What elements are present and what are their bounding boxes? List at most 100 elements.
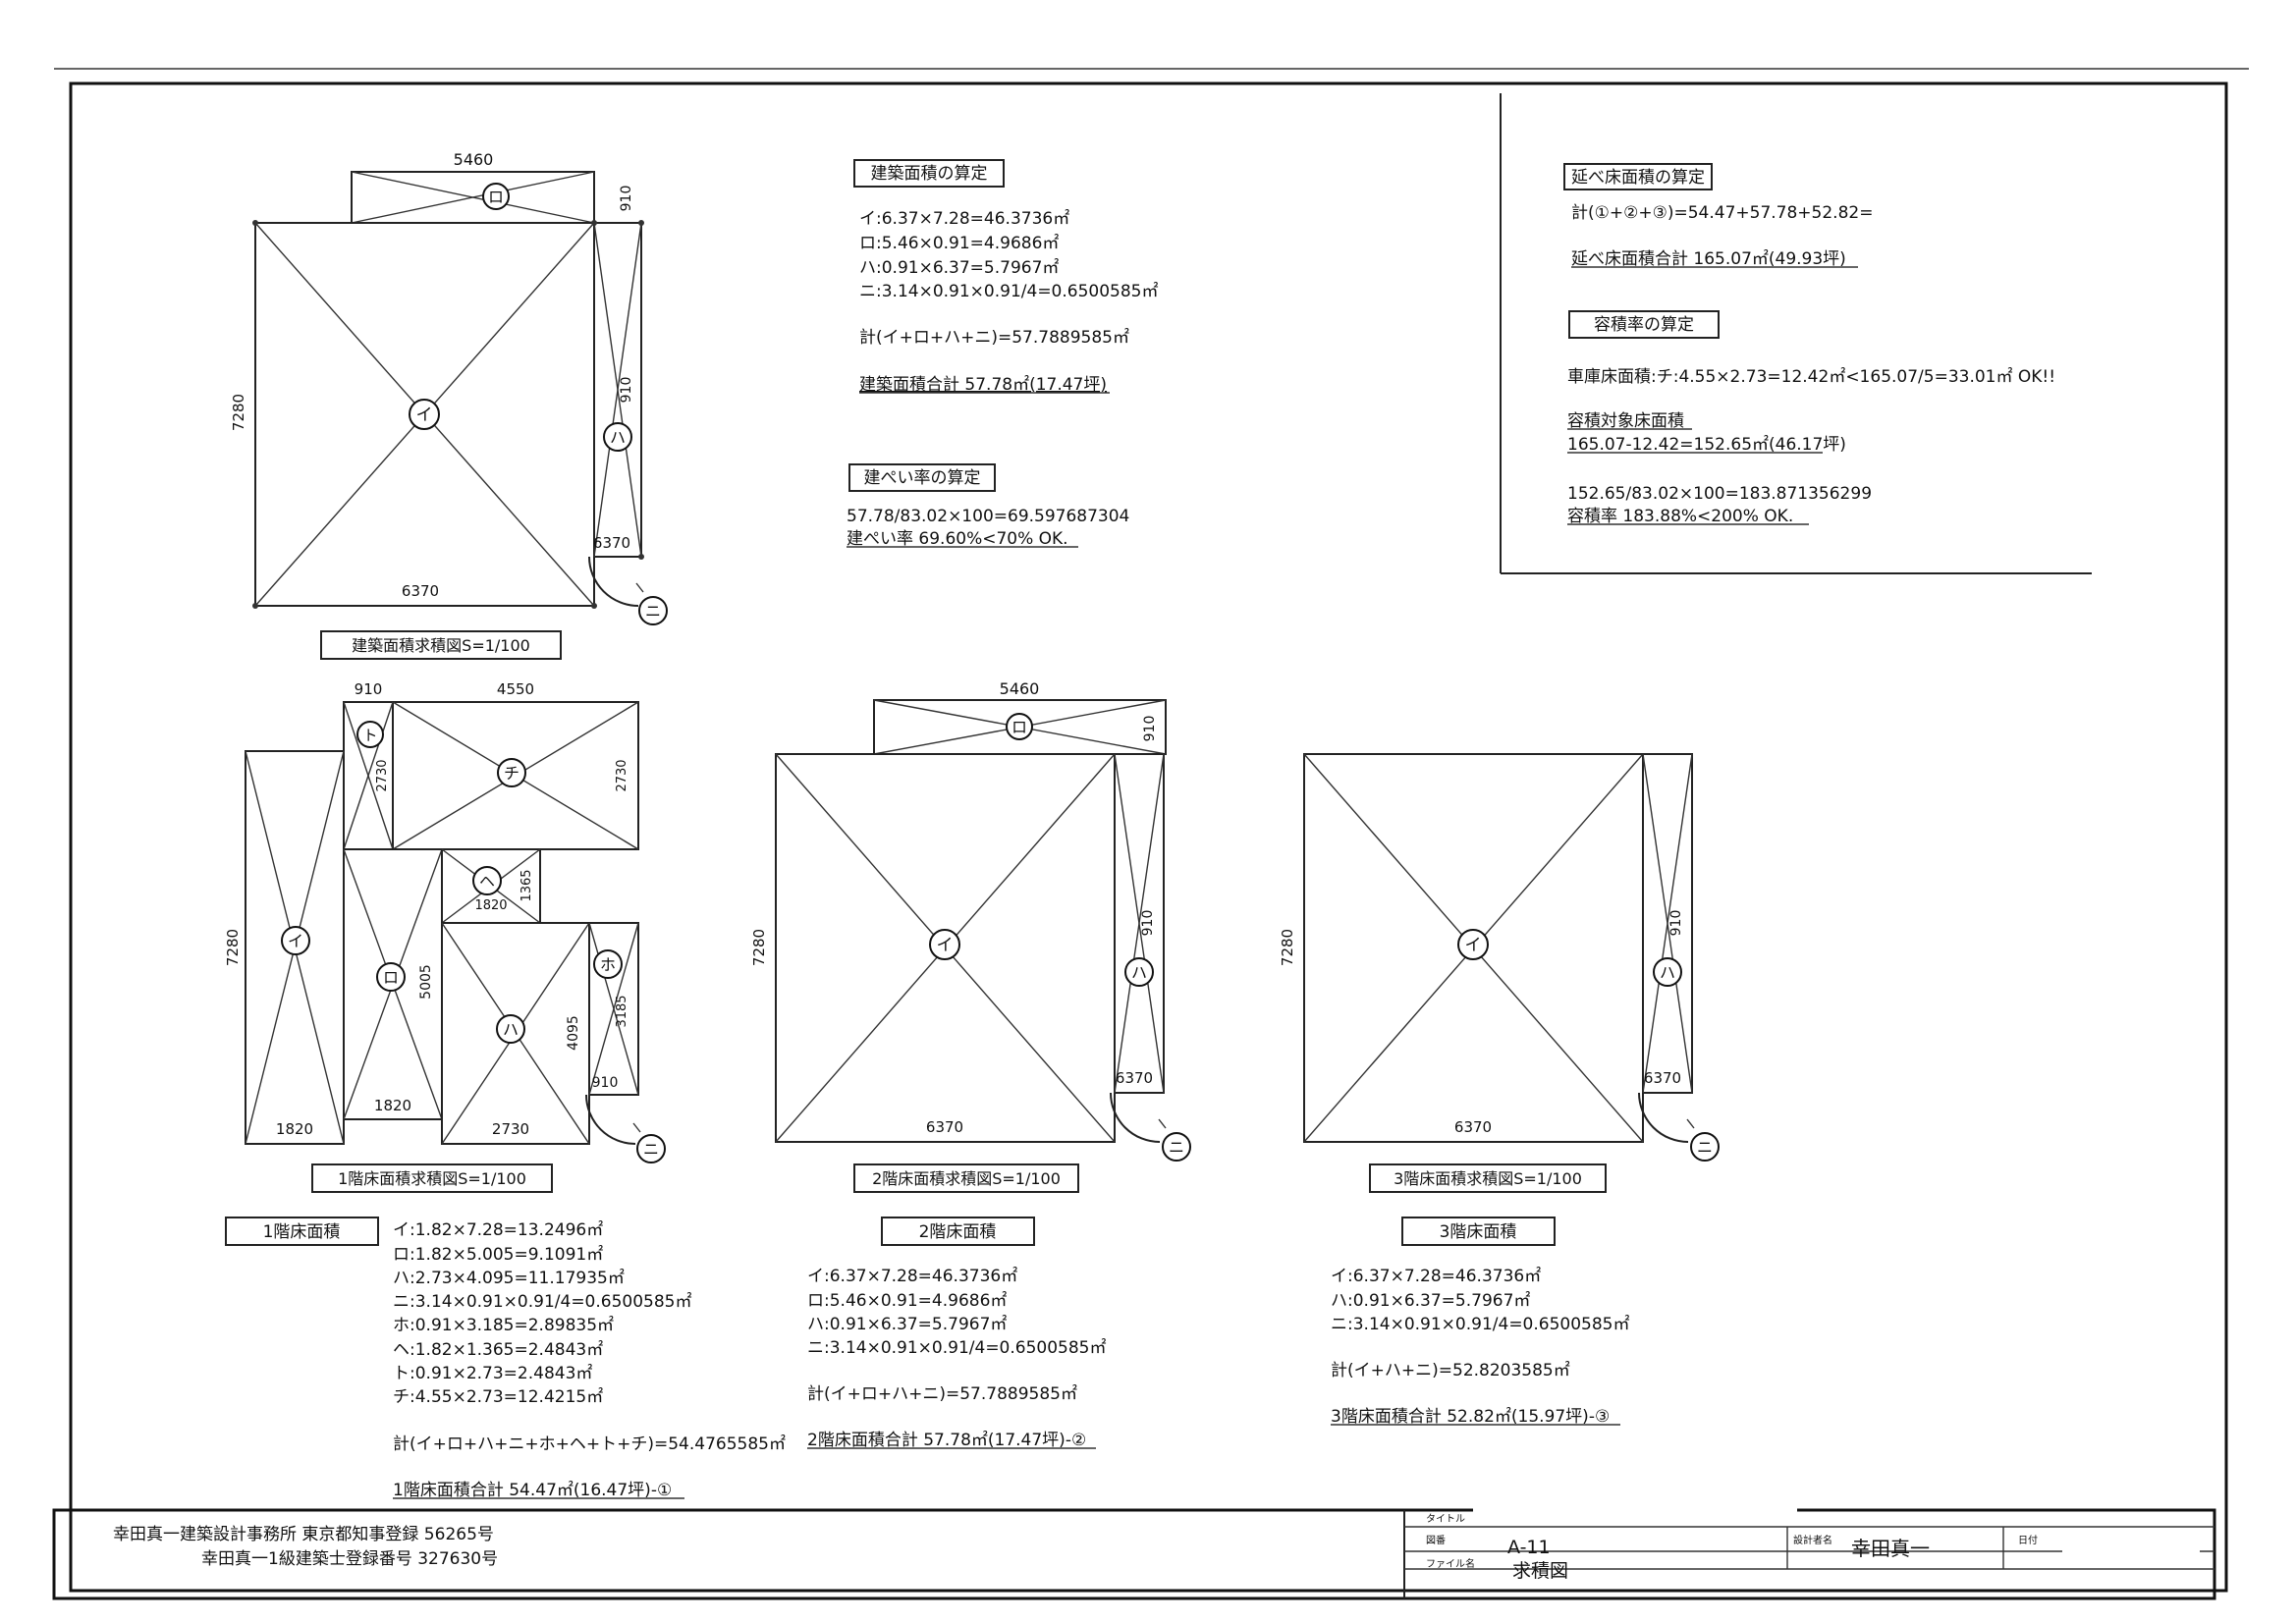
area-mark-i: イ: [416, 406, 433, 425]
calc-f1-line-5: ホ:0.91×3.185=2.89835㎡: [393, 1316, 614, 1335]
dim-main-height: 7280: [230, 394, 247, 431]
heading-building-area: 建築面積の算定: [871, 164, 988, 184]
date-field-redacted: [2062, 1530, 2200, 1565]
dim-f3-side-width: 6370: [1644, 1069, 1681, 1087]
calc-garage-line: 車庫床面積:チ:4.55×2.73=12.42㎡<165.07/5=33.01㎡…: [1567, 367, 2055, 387]
drawing-border: [69, 81, 2228, 1593]
calc-coverage-line: 57.78/83.02×100=69.597687304: [847, 507, 1129, 526]
caption-floor-2: 2階床面積求積図S=1/100: [872, 1169, 1061, 1188]
dim-f2-main-height: 7280: [750, 929, 768, 966]
heading-floor-1: 1階床面積: [263, 1222, 341, 1242]
calc-floor-3: 3階床面積 イ:6.37×7.28=46.3736㎡ ハ:0.91×6.37=5…: [1331, 1217, 1630, 1427]
f2-mark-ha: ハ: [1131, 963, 1147, 982]
calc-building-line-3: ハ:0.91×6.37=5.7967㎡: [859, 258, 1059, 278]
heading-floor-2: 2階床面積: [919, 1222, 997, 1242]
calc-f2-sum: 計(イ+ロ+ハ+ニ)=57.7889585㎡: [807, 1384, 1077, 1404]
dim-f1-chi-height: 2730: [615, 759, 629, 791]
f3-mark-ha: ハ: [1660, 963, 1675, 982]
dim-top-width: 5460: [454, 150, 494, 169]
dim-side-width: 6370: [593, 534, 630, 552]
building-area-total: 建築面積合計 57.78㎡(17.47坪): [859, 375, 1107, 395]
calc-f3-line-3: ニ:3.14×0.91×0.91/4=0.6500585㎡: [1331, 1315, 1630, 1334]
f1-mark-ha: ハ: [503, 1020, 519, 1039]
architect-registration: 幸田真一1級建築士登録番号 327630号: [201, 1549, 498, 1569]
calc-f1-sum: 計(イ+ロ+ハ+ニ+ホ+ヘ+ト+チ)=54.4765585㎡: [393, 1434, 786, 1454]
f3-mark-ni: ニ: [1697, 1138, 1713, 1157]
dim-f3-main-width: 6370: [1454, 1118, 1492, 1136]
f3-mark-i: イ: [1465, 936, 1482, 955]
total-floor-area: 延べ床面積合計 165.07㎡(49.93坪): [1571, 249, 1846, 269]
calc-right-panel: 延べ床面積の算定 計(①+②+③)=54.47+57.78+52.82= 延べ床…: [1500, 93, 2092, 574]
area-mark-ha: ハ: [610, 428, 626, 447]
caption-floor-1: 1階床面積求積図S=1/100: [338, 1169, 526, 1188]
designer-label: 設計者名: [1793, 1534, 1832, 1546]
calc-building-line-2: ロ:5.46×0.91=4.9686㎡: [859, 234, 1059, 253]
area-mark-ro: ロ: [488, 188, 504, 206]
caption-building-area: 建築面積求積図S=1/100: [352, 636, 530, 655]
title-label: タイトル: [1426, 1513, 1465, 1525]
f2-mark-ro: ロ: [1011, 718, 1027, 736]
calc-building-line-4: ニ:3.14×0.91×0.91/4=0.6500585㎡: [859, 282, 1159, 301]
file-label: ファイル名: [1426, 1557, 1475, 1570]
calc-total-floor-line: 計(①+②+③)=54.47+57.78+52.82=: [1571, 203, 1873, 223]
plan-floor-1: 910 4550 2730 2730 7280 1365 1820 5005 3…: [224, 680, 666, 1193]
calc-f3-sum: 計(イ+ハ+ニ)=52.8203585㎡: [1331, 1361, 1570, 1380]
floor-2-total: 2階床面積合計 57.78㎡(17.47坪)-②: [807, 1431, 1086, 1450]
plan-floor-3: 7280 910 6370 6370 イ ハ ニ 3階床面積求積図S=1/100: [1279, 753, 1720, 1193]
floor-1-total: 1階床面積合計 54.47㎡(16.47坪)-①: [393, 1481, 672, 1500]
dim-f1-i-height: 7280: [224, 929, 242, 966]
calc-coverage: 建ぺい率の算定 57.78/83.02×100=69.597687304 建ぺい…: [847, 463, 1129, 549]
title-block-border: [52, 1508, 2216, 1600]
dim-f1-ho-height: 3185: [615, 995, 629, 1027]
f1-mark-ho: ホ: [600, 955, 616, 974]
designer-name: 幸田真一: [1851, 1537, 1930, 1560]
calc-f1-line-7: ト:0.91×2.73=2.4843㎡: [393, 1364, 592, 1383]
title-field-redacted: [1473, 1503, 1797, 1525]
dim-f1-ha-width: 2730: [492, 1120, 529, 1138]
dim-f1-ro-width: 1820: [374, 1097, 411, 1114]
calc-f3-line-2: ハ:0.91×6.37=5.7967㎡: [1331, 1291, 1530, 1311]
plan-building-area: 5460 910 7280 910 6370 6370 ロ イ ハ ニ 建築面積…: [230, 150, 668, 660]
calc-f2-line-3: ハ:0.91×6.37=5.7967㎡: [807, 1315, 1007, 1334]
dim-f3-main-height: 7280: [1279, 929, 1296, 966]
drawing-no: A-11: [1507, 1537, 1551, 1558]
heading-total-floor: 延べ床面積の算定: [1571, 168, 1705, 188]
date-label: 日付: [2018, 1534, 2038, 1546]
f1-mark-i: イ: [288, 932, 303, 950]
f1-mark-ni: ニ: [643, 1140, 659, 1159]
coverage-result: 建ぺい率 69.60%<70% OK.: [847, 529, 1068, 549]
calc-floor-2: 2階床面積 イ:6.37×7.28=46.3736㎡ ロ:5.46×0.91=4…: [807, 1217, 1107, 1450]
dim-f1-top-garage: 4550: [497, 680, 534, 698]
f1-mark-he: ヘ: [479, 872, 495, 891]
far-result: 容積率 183.88%<200% OK.: [1567, 507, 1793, 526]
heading-coverage: 建ぺい率の算定: [864, 468, 981, 488]
caption-floor-3: 3階床面積求積図S=1/100: [1394, 1169, 1582, 1188]
calc-f1-line-1: イ:1.82×7.28=13.2496㎡: [393, 1220, 603, 1240]
heading-far: 容積率の算定: [1594, 315, 1694, 335]
calc-far-line: 152.65/83.02×100=183.871356299: [1567, 484, 1872, 504]
dim-f2-side-height: 910: [1140, 910, 1156, 937]
floor-3-total: 3階床面積合計 52.82㎡(15.97坪)-③: [1331, 1407, 1610, 1427]
file-name: 求積図: [1512, 1560, 1568, 1582]
dim-f3-side-height: 910: [1668, 910, 1684, 937]
calc-f1-line-4: ニ:3.14×0.91×0.91/4=0.6500585㎡: [393, 1292, 692, 1312]
f2-mark-i: イ: [937, 936, 954, 955]
plan-floor-2: 5460 910 7280 910 6370 6370 ロ イ ハ ニ 2階床面…: [750, 679, 1191, 1193]
calc-building-sum: 計(イ+ロ+ハ+ニ)=57.7889585㎡: [859, 328, 1129, 348]
dim-f1-top-left: 910: [355, 680, 383, 698]
calc-f2-line-2: ロ:5.46×0.91=4.9686㎡: [807, 1291, 1007, 1311]
title-block: 幸田真一建築設計事務所 東京都知事登録 56265号 幸田真一1級建築士登録番号…: [113, 1503, 2214, 1598]
f1-mark-chi: チ: [504, 764, 519, 783]
calc-f2-line-1: イ:6.37×7.28=46.3736㎡: [807, 1267, 1017, 1286]
calc-f2-line-4: ニ:3.14×0.91×0.91/4=0.6500585㎡: [807, 1338, 1107, 1358]
calc-f3-line-1: イ:6.37×7.28=46.3736㎡: [1331, 1267, 1541, 1286]
office-registration: 幸田真一建築設計事務所 東京都知事登録 56265号: [113, 1525, 494, 1544]
dim-f1-he-width: 1820: [474, 898, 507, 913]
heading-floor-3: 3階床面積: [1440, 1222, 1517, 1242]
f1-mark-ro: ロ: [383, 968, 399, 987]
calc-f1-line-2: ロ:1.82×5.005=9.1091㎡: [393, 1245, 603, 1265]
calc-f1-line-3: ハ:2.73×4.095=11.17935㎡: [393, 1269, 625, 1288]
dim-f2-side-width: 6370: [1116, 1069, 1153, 1087]
dim-main-width: 6370: [402, 582, 439, 600]
